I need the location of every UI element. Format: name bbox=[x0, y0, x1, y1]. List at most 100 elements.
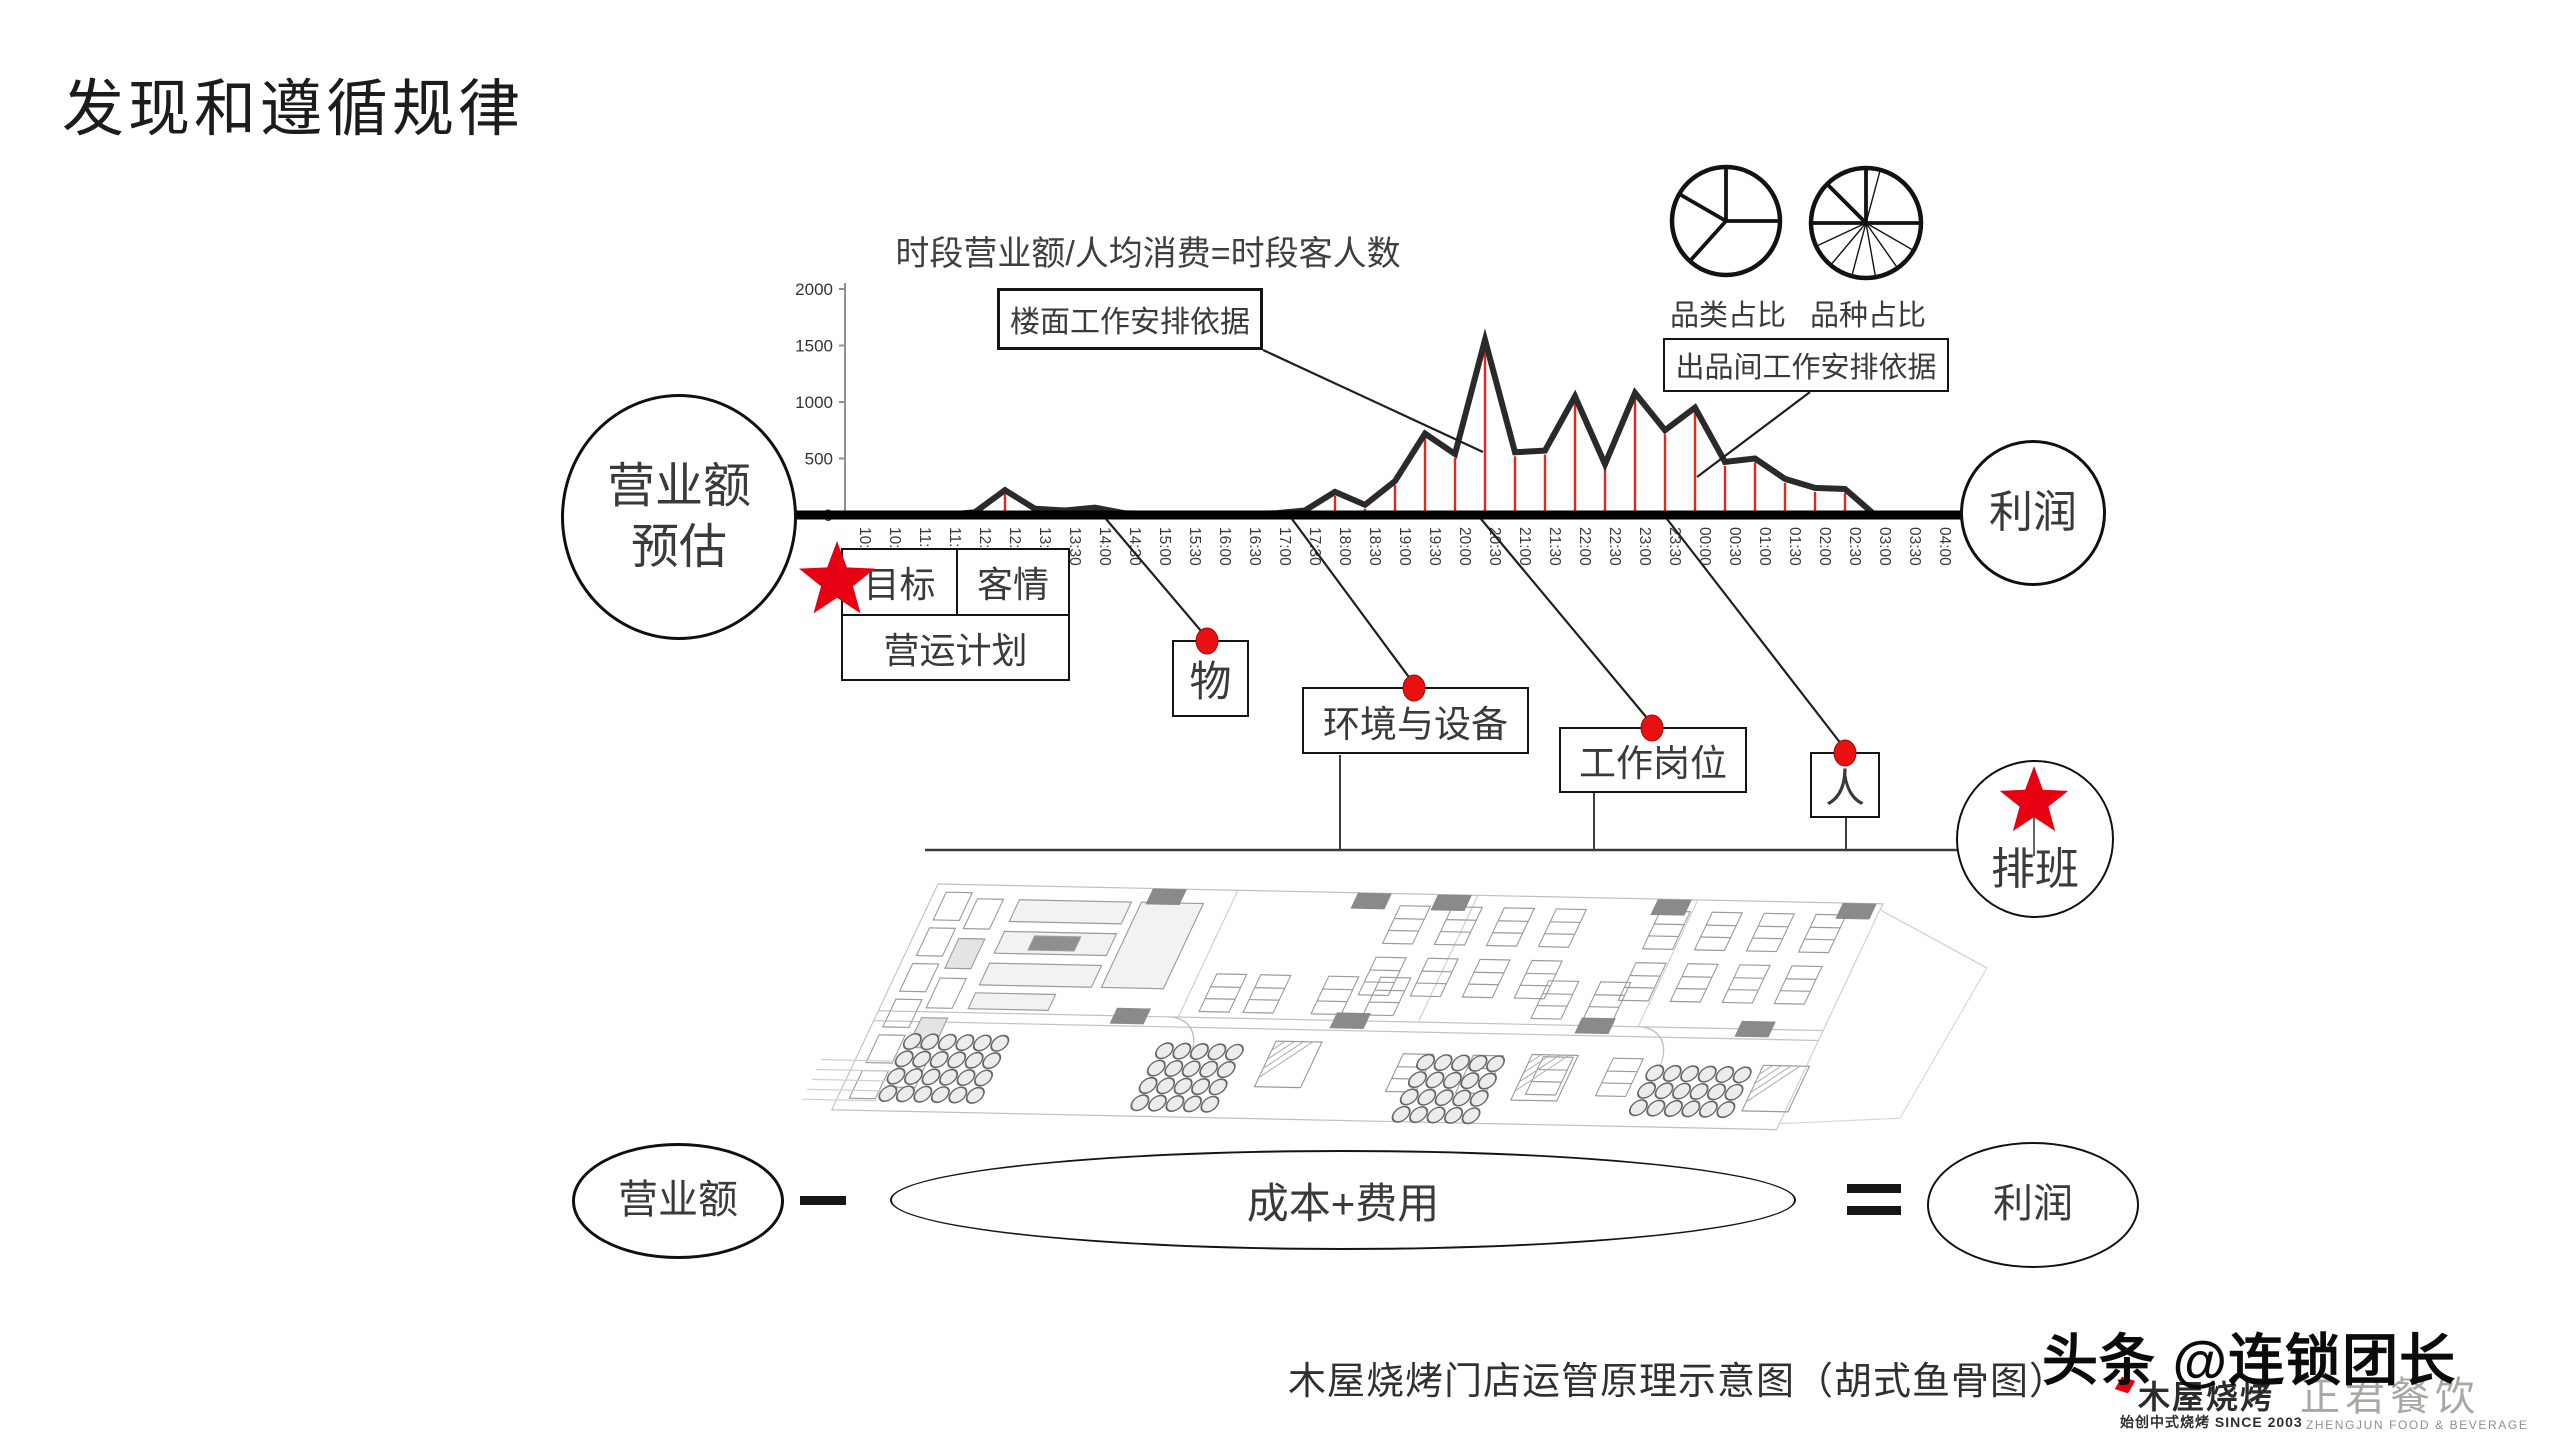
ops-plan-box: 营运计划 bbox=[841, 614, 1070, 681]
stool bbox=[980, 1053, 1003, 1069]
table-line bbox=[1474, 972, 1504, 973]
table bbox=[1583, 982, 1631, 1020]
material-box: 物 bbox=[1172, 640, 1249, 717]
stool bbox=[963, 1052, 986, 1068]
table-line bbox=[1493, 933, 1523, 934]
table-line bbox=[1249, 1000, 1279, 1001]
table bbox=[1199, 974, 1247, 1012]
table-line bbox=[1537, 1006, 1567, 1007]
stool bbox=[1679, 1101, 1702, 1117]
stool bbox=[1635, 1082, 1658, 1098]
kitchen-counter bbox=[968, 993, 1055, 1011]
table bbox=[1487, 908, 1535, 946]
environment-box: 环境与设备 bbox=[1302, 687, 1529, 754]
cost-label: 成本+费用 bbox=[1247, 1170, 1440, 1231]
table bbox=[1435, 907, 1483, 945]
stool bbox=[1661, 1066, 1684, 1082]
stool bbox=[1460, 1108, 1483, 1124]
x-tick-label: 16:00 bbox=[1216, 527, 1233, 566]
stair-line bbox=[802, 1099, 876, 1101]
ops-plan-label: 营运计划 bbox=[883, 622, 1027, 674]
pie-category-label: 品类占比 bbox=[1668, 292, 1788, 334]
table-line bbox=[1537, 1070, 1567, 1071]
stool bbox=[1441, 1072, 1464, 1088]
door-block bbox=[1574, 1018, 1615, 1035]
table bbox=[1514, 960, 1562, 998]
muwu-logo-tagline: 始创中式烧烤 SINCE 2003 bbox=[2120, 1412, 2303, 1432]
zhengjun-logo-tagline: ZHENGJUN FOOD & BEVERAGE bbox=[2306, 1418, 2528, 1432]
hatched-area bbox=[1255, 1041, 1322, 1088]
table bbox=[1596, 1058, 1644, 1096]
stool bbox=[1205, 1044, 1228, 1060]
stool bbox=[988, 1035, 1011, 1051]
stool bbox=[1697, 1101, 1720, 1117]
stool bbox=[1223, 1044, 1246, 1060]
stool bbox=[1153, 1043, 1176, 1059]
scheduling-label: 排班 bbox=[1991, 842, 2079, 898]
stool bbox=[1390, 1106, 1413, 1122]
stool bbox=[1188, 1044, 1211, 1060]
production-work-note-box: 出品间工作安排依据 bbox=[1663, 338, 1949, 392]
floor-work-note-label: 楼面工作安排依据 bbox=[1010, 297, 1250, 341]
customer-box: 客情 bbox=[956, 548, 1070, 616]
stool bbox=[1696, 1066, 1719, 1082]
table-line bbox=[1543, 994, 1573, 995]
stool bbox=[1423, 1072, 1446, 1088]
equals-sign-bottom bbox=[1847, 1206, 1901, 1215]
table-line bbox=[1607, 1071, 1637, 1072]
stool bbox=[1197, 1061, 1220, 1077]
x-tick-label: 15:30 bbox=[1186, 527, 1203, 566]
kitchen-cell bbox=[926, 978, 966, 1008]
stool bbox=[910, 1051, 933, 1067]
x-tick-label: 19:30 bbox=[1426, 527, 1443, 566]
table-line bbox=[1701, 937, 1731, 938]
x-tick-label: 18:30 bbox=[1366, 527, 1383, 566]
people-label: 人 bbox=[1825, 756, 1865, 814]
y-tick-label: 2000 bbox=[795, 280, 833, 299]
y-tick-label: 1000 bbox=[795, 393, 833, 412]
table-line bbox=[1602, 1083, 1632, 1084]
stool bbox=[1425, 1107, 1448, 1123]
stool bbox=[1450, 1090, 1473, 1106]
table-line bbox=[1649, 936, 1679, 937]
table-line bbox=[1441, 932, 1471, 933]
stair-line bbox=[816, 1069, 890, 1071]
watermark-text: 头条 @连锁团长 bbox=[2042, 1316, 2456, 1397]
production-work-note-label: 出品间工作安排依据 bbox=[1675, 344, 1936, 386]
x-tick-label: 04:00 bbox=[1936, 527, 1953, 566]
x-tick-label: 22:00 bbox=[1576, 527, 1593, 566]
stool bbox=[929, 1087, 952, 1103]
table bbox=[1747, 913, 1795, 951]
table bbox=[1410, 958, 1458, 996]
table-line bbox=[1595, 995, 1625, 996]
stool bbox=[1129, 1095, 1152, 1111]
table bbox=[1462, 959, 1510, 997]
table-line bbox=[1532, 1081, 1562, 1082]
stool bbox=[1644, 1100, 1667, 1116]
table-line bbox=[1805, 939, 1835, 940]
x-tick-label: 21:00 bbox=[1516, 527, 1533, 566]
door-block bbox=[1350, 893, 1391, 910]
production-note-leader-line bbox=[1697, 392, 1810, 477]
table bbox=[1358, 957, 1406, 995]
stool bbox=[1180, 1061, 1203, 1077]
x-tick-label: 21:30 bbox=[1546, 527, 1563, 566]
kitchen-cell bbox=[900, 963, 939, 991]
kitchen-counter bbox=[979, 963, 1101, 987]
floor-plan-right-wing bbox=[1779, 910, 2013, 1127]
x-tick-label: 15:00 bbox=[1156, 527, 1173, 566]
stool bbox=[1414, 1054, 1437, 1070]
goal-box: 目标 bbox=[841, 548, 958, 616]
table-line bbox=[1630, 976, 1660, 977]
table bbox=[1539, 909, 1587, 947]
cost-ellipse: 成本+费用 bbox=[890, 1150, 1796, 1250]
revenue-forecast-line1: 营业额 bbox=[607, 456, 751, 517]
table bbox=[1531, 981, 1579, 1019]
x-tick-label: 00:30 bbox=[1726, 527, 1743, 566]
table-line bbox=[1786, 979, 1816, 980]
table-line bbox=[1364, 982, 1394, 983]
revenue-forecast-circle: 营业额 预估 bbox=[561, 394, 797, 640]
chart-formula-text: 时段营业额/人均消费=时段客人数 bbox=[888, 226, 1408, 275]
stool bbox=[911, 1086, 934, 1102]
